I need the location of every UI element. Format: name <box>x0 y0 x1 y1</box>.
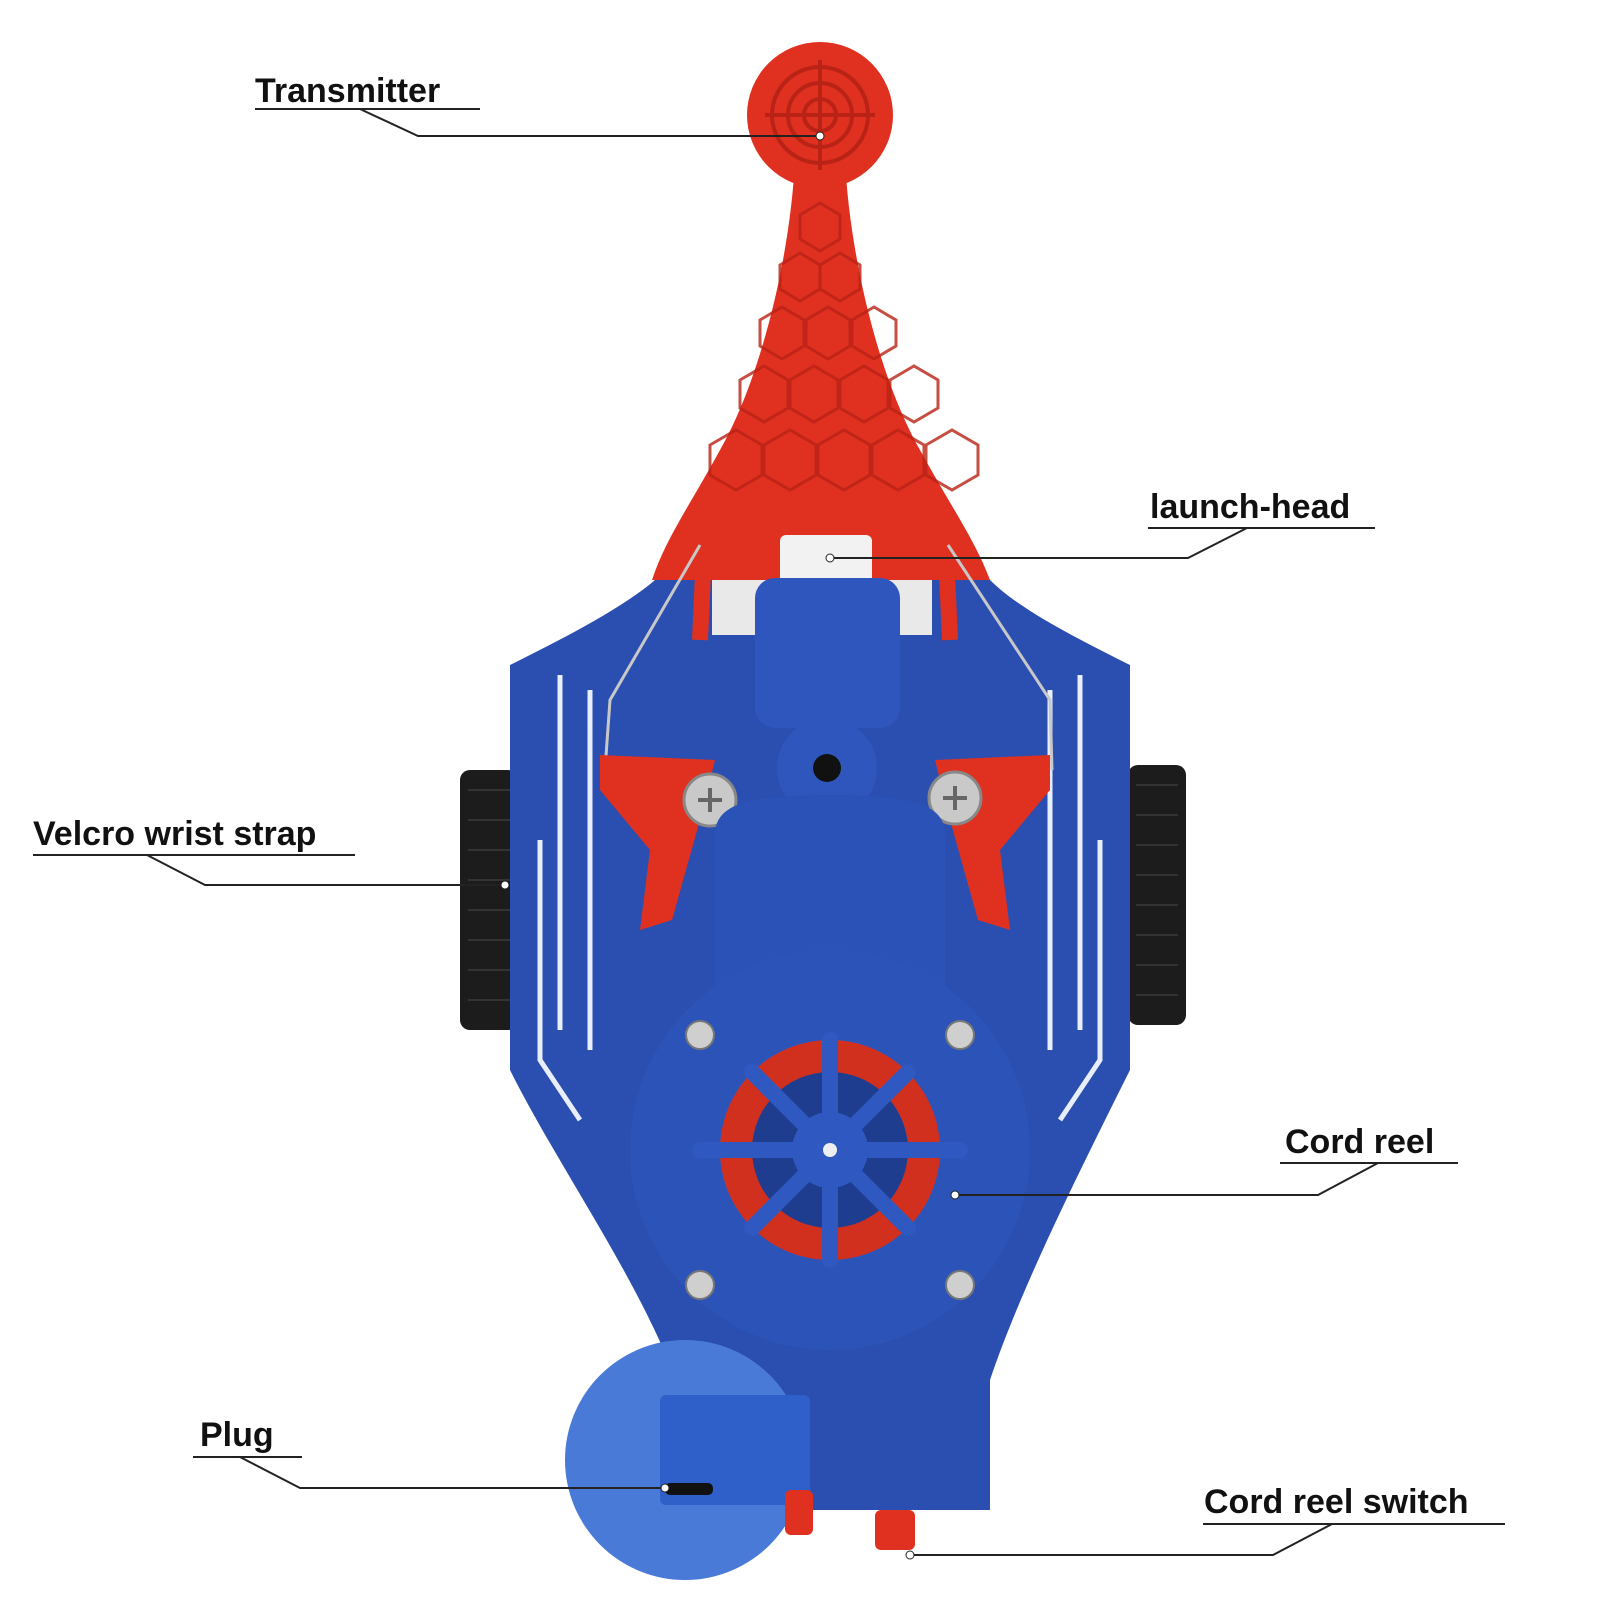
launch-head-label: launch-head <box>1150 488 1350 526</box>
velcro-strap-label: Velcro wrist strap <box>33 815 316 853</box>
center-panel <box>715 795 945 1000</box>
callout-transmitter: Transmitter <box>255 72 825 141</box>
launch-head-assembly <box>603 529 1054 818</box>
plug-inset <box>565 1340 813 1580</box>
transmitter-fin <box>652 42 990 580</box>
velcro-strap-left <box>460 770 518 1030</box>
cord-reel-switch-label: Cord reel switch <box>1204 1483 1469 1521</box>
latch-left <box>600 755 738 930</box>
cord-reel-label: Cord reel <box>1285 1123 1434 1161</box>
callout-plug: Plug <box>193 1416 670 1493</box>
cord-reel-switch <box>875 1510 915 1550</box>
callout-velcro-strap: Velcro wrist strap <box>33 815 510 890</box>
callout-cord-reel: Cord reel <box>950 1123 1458 1200</box>
callout-launch-head: launch-head <box>825 488 1375 563</box>
transmitter-label: Transmitter <box>255 72 440 110</box>
cord-reel <box>630 950 1030 1350</box>
latch-right <box>927 755 1050 930</box>
velcro-strap-right <box>1128 765 1186 1025</box>
plug-label: Plug <box>200 1416 274 1454</box>
callout-cord-reel-switch: Cord reel switch <box>905 1483 1505 1560</box>
